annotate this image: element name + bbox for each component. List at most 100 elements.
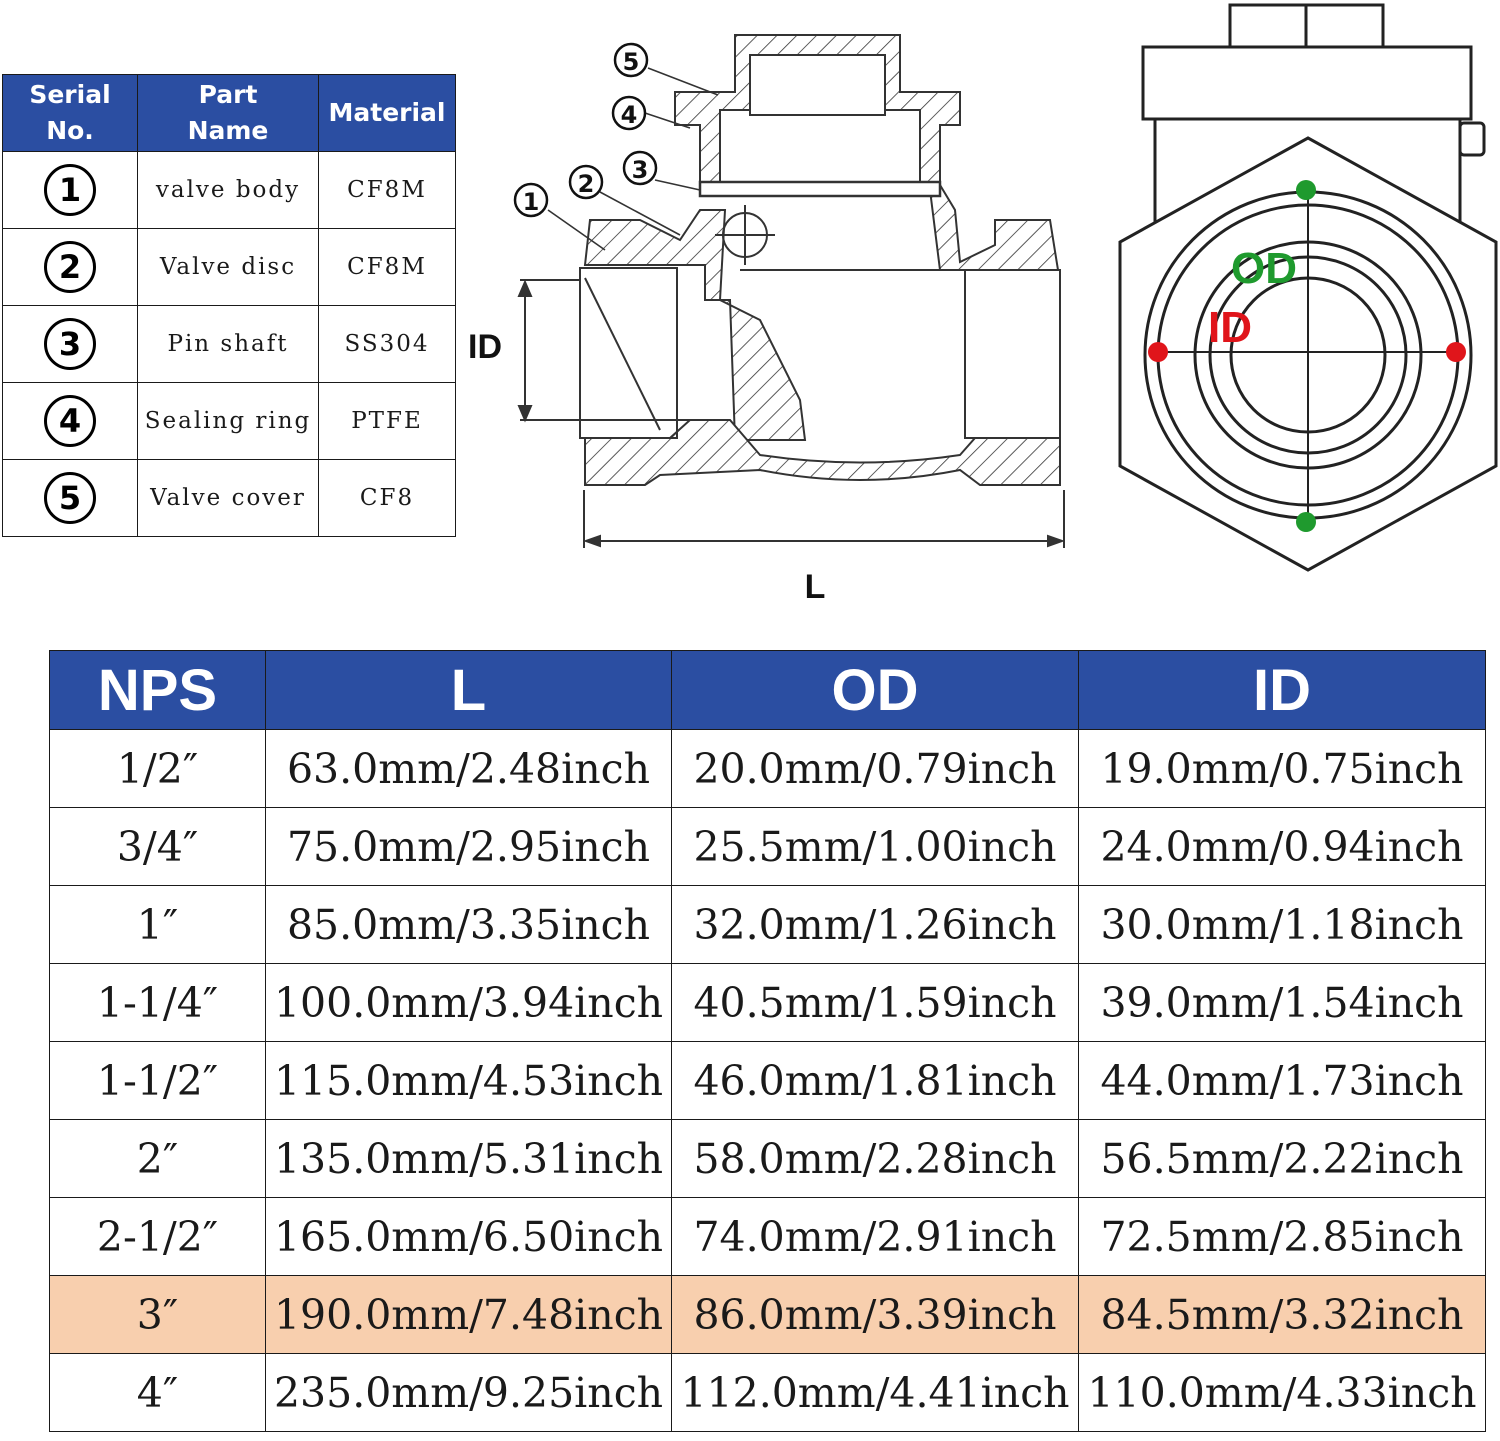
size-table-body: 1/2″ 63.0mm/2.48inch 20.0mm/0.79inch 19.… xyxy=(49,729,1486,1432)
header-part-line1: Part xyxy=(198,80,258,109)
table-row: 4″ 235.0mm/9.25inch 112.0mm/4.41inch 110… xyxy=(49,1353,1486,1432)
body-right-shape xyxy=(928,183,1060,271)
material-cell: CF8M xyxy=(318,151,456,229)
pin-shaft-shape xyxy=(715,205,775,265)
parts-row: 2 Valve disc CF8M xyxy=(2,228,456,306)
part-name-cell: Pin shaft xyxy=(137,305,319,383)
parts-table: Serial No. Part Name Material 1 valve bo… xyxy=(2,74,456,537)
serial-cell: 4 xyxy=(2,382,138,460)
table-row: 2-1/2″ 165.0mm/6.50inch 74.0mm/2.91inch … xyxy=(49,1197,1486,1276)
seat-shape xyxy=(719,299,807,441)
od-cell: 40.5mm/1.59inch xyxy=(671,963,1079,1042)
header-part-name: Part Name xyxy=(137,74,319,152)
l-cell: 135.0mm/5.31inch xyxy=(265,1119,672,1198)
table-row: 1″ 85.0mm/3.35inch 32.0mm/1.26inch 30.0m… xyxy=(49,885,1486,964)
nps-cell: 1″ xyxy=(49,885,266,964)
id-cell: 19.0mm/0.75inch xyxy=(1078,729,1486,808)
l-cell: 165.0mm/6.50inch xyxy=(265,1197,672,1276)
serial-cell: 5 xyxy=(2,459,138,537)
id-cell: 72.5mm/2.85inch xyxy=(1078,1197,1486,1276)
body-left-shape xyxy=(583,209,727,301)
serial-number-circle: 2 xyxy=(44,241,96,293)
od-cell: 20.0mm/0.79inch xyxy=(671,729,1079,808)
nps-cell: 2-1/2″ xyxy=(49,1197,266,1276)
serial-number-circle: 1 xyxy=(44,164,96,216)
id-cell: 110.0mm/4.33inch xyxy=(1078,1353,1486,1432)
od-cell: 32.0mm/1.26inch xyxy=(671,885,1079,964)
od-cell: 58.0mm/2.28inch xyxy=(671,1119,1079,1198)
serial-number-circle: 3 xyxy=(44,318,96,370)
callout-2: 2 xyxy=(568,164,604,200)
table-row: 3/4″ 75.0mm/2.95inch 25.5mm/1.00inch 24.… xyxy=(49,807,1486,886)
part-name-cell: Sealing ring xyxy=(137,382,319,460)
table-row: 1-1/4″ 100.0mm/3.94inch 40.5mm/1.59inch … xyxy=(49,963,1486,1042)
valve-section-drawing: ID L 1 2 3 4 5 xyxy=(468,34,1065,606)
material-cell: PTFE xyxy=(318,382,456,460)
port-lines xyxy=(520,267,1061,439)
l-cell: 100.0mm/3.94inch xyxy=(265,963,672,1042)
od-cell: 112.0mm/4.41inch xyxy=(671,1353,1079,1432)
header-serial-no: Serial No. xyxy=(2,74,138,152)
id-dimension-label: ID xyxy=(468,328,502,366)
serial-number-circle: 4 xyxy=(44,395,96,447)
table-row: 2″ 135.0mm/5.31inch 58.0mm/2.28inch 56.5… xyxy=(49,1119,1486,1198)
table-row: 3″ 190.0mm/7.48inch 86.0mm/3.39inch 84.5… xyxy=(49,1275,1486,1354)
nps-cell: 2″ xyxy=(49,1119,266,1198)
callout-5-number: 5 xyxy=(623,48,640,76)
od-markers xyxy=(1296,180,1316,532)
callout-4-number: 4 xyxy=(621,101,638,129)
l-dimension-label: L xyxy=(805,568,826,606)
l-cell: 85.0mm/3.35inch xyxy=(265,885,672,964)
callout-3: 3 xyxy=(622,150,658,186)
nps-cell: 1-1/2″ xyxy=(49,1041,266,1120)
size-table-header-row: NPS L OD ID xyxy=(49,650,1486,730)
material-cell: CF8 xyxy=(318,459,456,537)
serial-number-circle: 5 xyxy=(44,472,96,524)
body-bottom-shape xyxy=(584,419,1061,486)
top-bonnet xyxy=(1141,45,1473,121)
material-cell: SS304 xyxy=(318,305,456,383)
od-cell: 86.0mm/3.39inch xyxy=(671,1275,1079,1354)
material-cell: CF8M xyxy=(318,228,456,306)
parts-row: 1 valve body CF8M xyxy=(2,151,456,229)
id-dimension xyxy=(517,279,533,423)
part-name-cell: Valve disc xyxy=(137,228,319,306)
header-nps: NPS xyxy=(49,650,266,730)
table-row: 1/2″ 63.0mm/2.48inch 20.0mm/0.79inch 19.… xyxy=(49,729,1486,808)
header-serial-line2: No. xyxy=(46,116,94,145)
callout-leaders xyxy=(547,67,719,251)
nps-cell: 3″ xyxy=(49,1275,266,1354)
nps-cell: 1/2″ xyxy=(49,729,266,808)
nps-cell: 3/4″ xyxy=(49,807,266,886)
od-cell: 74.0mm/2.91inch xyxy=(671,1197,1079,1276)
id-markers xyxy=(1148,342,1466,362)
od-cell: 46.0mm/1.81inch xyxy=(671,1041,1079,1120)
od-cell: 25.5mm/1.00inch xyxy=(671,807,1079,886)
l-cell: 190.0mm/7.48inch xyxy=(265,1275,672,1354)
parts-table-header-row: Serial No. Part Name Material xyxy=(2,74,456,152)
valve-body-section xyxy=(583,34,1061,486)
l-cell: 235.0mm/9.25inch xyxy=(265,1353,672,1432)
l-cell: 63.0mm/2.48inch xyxy=(265,729,672,808)
callout-1: 1 xyxy=(513,182,549,218)
part-name-cell: valve body xyxy=(137,151,319,229)
size-table: NPS L OD ID 1/2″ 63.0mm/2.48inch 20.0mm/… xyxy=(49,650,1486,1432)
part-name-cell: Valve cover xyxy=(137,459,319,537)
parts-row: 3 Pin shaft SS304 xyxy=(2,305,456,383)
l-cell: 115.0mm/4.53inch xyxy=(265,1041,672,1120)
parts-row: 4 Sealing ring PTFE xyxy=(2,382,456,460)
l-cell: 75.0mm/2.95inch xyxy=(265,807,672,886)
id-cell: 84.5mm/3.32inch xyxy=(1078,1275,1486,1354)
nps-cell: 4″ xyxy=(49,1353,266,1432)
parts-row: 5 Valve cover CF8 xyxy=(2,459,456,537)
valve-disc-shape xyxy=(698,180,942,198)
id-cell: 24.0mm/0.94inch xyxy=(1078,807,1486,886)
header-material: Material xyxy=(318,74,456,152)
center-lines xyxy=(1158,190,1456,522)
header-l: L xyxy=(265,650,672,730)
serial-cell: 2 xyxy=(2,228,138,306)
header-part-line2: Name xyxy=(187,116,269,145)
table-row: 1-1/2″ 115.0mm/4.53inch 46.0mm/1.81inch … xyxy=(49,1041,1486,1120)
header-serial-line1: Serial xyxy=(29,80,111,109)
id-cell: 30.0mm/1.18inch xyxy=(1078,885,1486,964)
